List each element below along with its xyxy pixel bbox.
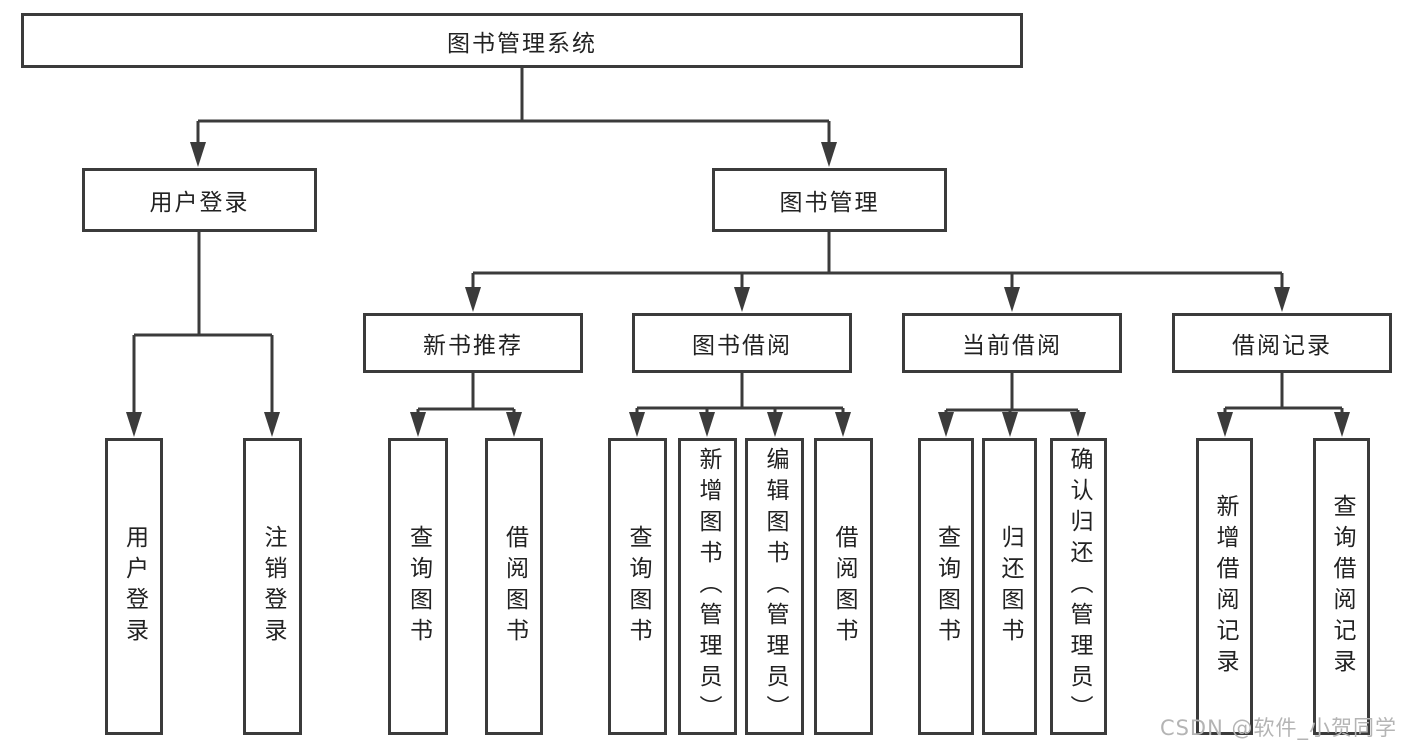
leaf-add-book-admin: 新增图书（管理员）: [678, 438, 737, 735]
leaf-query-books-borrowing: 查询图书: [608, 438, 667, 735]
leaf-add-borrow-record: 新增借阅记录: [1196, 438, 1253, 735]
leaf-user-login: 用户登录: [105, 438, 163, 735]
node-label: 查询借阅记录: [1329, 493, 1355, 680]
leaf-borrow-books-borrowing: 借阅图书: [814, 438, 873, 735]
node-label: 归还图书: [997, 524, 1023, 649]
node-library-management-system: 图书管理系统: [21, 13, 1023, 68]
node-label: 借阅图书: [501, 524, 528, 649]
leaf-edit-book-admin: 编辑图书（管理员）: [745, 438, 804, 735]
node-label: 当前借阅: [962, 333, 1062, 359]
node-label: 新增借阅记录: [1212, 493, 1238, 680]
node-label: 查询图书: [625, 524, 651, 649]
node-label: 用户登录: [121, 524, 148, 649]
node-label: 图书管理: [779, 190, 880, 216]
node-label: 图书管理系统: [447, 30, 597, 57]
leaf-query-borrow-record: 查询借阅记录: [1313, 438, 1370, 735]
leaf-logout: 注销登录: [243, 438, 302, 735]
node-label: 编辑图书（管理员）: [762, 447, 788, 726]
node-book-borrowing: 图书借阅: [632, 313, 852, 373]
node-current-borrowing: 当前借阅: [902, 313, 1122, 373]
leaf-borrow-books-recommend: 借阅图书: [485, 438, 543, 735]
leaf-query-books-current: 查询图书: [918, 438, 974, 735]
node-borrowing-records: 借阅记录: [1172, 313, 1392, 373]
node-label: 注销登录: [260, 524, 286, 649]
node-user-login: 用户登录: [82, 168, 317, 232]
node-book-management: 图书管理: [712, 168, 947, 232]
node-label: 确认归还（管理员）: [1066, 447, 1092, 726]
csdn-watermark: CSDN @软件_小贺同学: [1159, 716, 1397, 740]
leaf-return-book: 归还图书: [982, 438, 1037, 735]
node-label: 借阅图书: [831, 524, 857, 649]
arrowhead-icons: [126, 142, 1350, 437]
node-label: 查询图书: [405, 524, 432, 649]
node-label: 新增图书（管理员）: [695, 447, 721, 726]
node-label: 查询图书: [933, 524, 960, 649]
leaf-query-books-recommend: 查询图书: [388, 438, 448, 735]
node-new-book-recommend: 新书推荐: [363, 313, 583, 373]
node-label: 用户登录: [149, 190, 250, 216]
node-label: 新书推荐: [423, 333, 523, 359]
node-label: 图书借阅: [692, 333, 792, 359]
node-label: 借阅记录: [1232, 333, 1332, 359]
leaf-confirm-return-admin: 确认归还（管理员）: [1050, 438, 1107, 735]
